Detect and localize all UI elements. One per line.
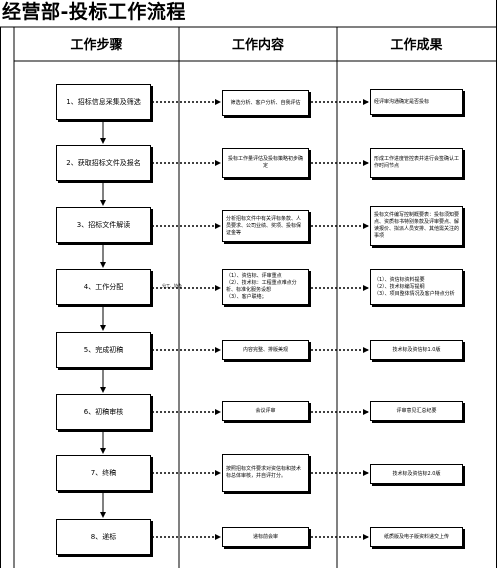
result-box-7: 技术标及资信标2.0版	[370, 464, 463, 484]
flow-connectors	[100, 99, 369, 540]
step-box-2: 2、获取招标文件及报名	[56, 145, 151, 181]
header-work-steps: 工作步骤	[70, 38, 123, 53]
result-text-5: 技术标及资信标1.0版	[392, 346, 441, 353]
content-text-5: 内容完整、排版美观	[242, 346, 288, 353]
content-text-4: （1）、资信标、评审重点 （2）、技术标：工程重点难点分析、标准化服务设想 （3…	[226, 273, 297, 300]
content-text-3: 分析招标文件中有关评标条款、人员要求、公司业绩、奖项、投标保证金等	[226, 215, 302, 236]
step-box-5: 5、完成初稿	[56, 332, 151, 368]
header-work-results: 工作成果	[390, 38, 443, 53]
result-box-3: 投标文件编写控制概要表：投标须知要点、资质标书特别条款及评审要点、解读报价、拟派…	[370, 206, 463, 246]
step-label-8: 8、递标	[90, 533, 117, 541]
page-title: 经营部-投标工作流程	[2, 1, 186, 23]
content-text-7: 按照招标文件要求对资信标和技术标总体审核，并自评打分。	[226, 466, 302, 479]
content-box-1: 筛选分析、客户分析、自我评估	[222, 90, 309, 116]
result-text-6: 评审意见汇总纪要	[396, 407, 437, 414]
header-work-content: 工作内容	[231, 38, 284, 53]
content-box-2: 投标工作量评估及投标策略初步确定	[222, 148, 309, 178]
step-box-3: 3、招标文件解读	[56, 207, 151, 243]
step-label-3: 3、招标文件解读	[76, 221, 131, 229]
step-label-1: 1、招标信息采集及筛选	[66, 98, 141, 106]
step-label-2: 2、获取招标文件及报名	[66, 159, 141, 167]
content-box-5: 内容完整、排版美观	[222, 340, 309, 360]
content-text-6: 会议评审	[255, 407, 276, 414]
result-text-7: 技术标及资信标2.0版	[392, 470, 441, 477]
step-label-5: 5、完成初稿	[83, 346, 124, 354]
content-text-1: 筛选分析、客户分析、自我评估	[230, 99, 301, 106]
content-box-7: 按照招标文件要求对资信标和技术标总体审核，并自评打分。	[222, 454, 309, 492]
step-box-6: 6、初稿审核	[56, 394, 151, 430]
result-box-1: 经评审沟通确定是否投标	[370, 89, 463, 115]
content-box-8: 递标前会审	[222, 527, 309, 547]
result-box-8: 纸质版及电子版资料递交上传	[370, 527, 463, 547]
step-box-7: 7、终稿	[56, 455, 151, 491]
result-text-8: 纸质版及电子版资料递交上传	[383, 533, 449, 540]
step-box-8: 8、递标	[56, 519, 151, 555]
content-box-6: 会议评审	[222, 401, 309, 421]
result-text-2: 形成工作进度管控表并进行会签确认工作时间节点	[374, 156, 460, 169]
content-box-3: 分析招标文件中有关评标条款、人员要求、公司业绩、奖项、投标保证金等	[222, 210, 309, 242]
content-text-8: 递标前会审	[252, 533, 278, 540]
result-box-2: 形成工作进度管控表并进行会签确认工作时间节点	[370, 148, 463, 178]
result-box-5: 技术标及资信标1.0版	[370, 340, 463, 360]
step-box-4: 4、工作分配	[56, 269, 151, 305]
assignment-annotation: 分工、协办	[162, 283, 182, 288]
step-label-4: 4、工作分配	[83, 283, 124, 291]
step-label-7: 7、终稿	[90, 469, 117, 477]
content-text-2: 投标工作量评估及投标策略初步确定	[227, 156, 303, 169]
content-box-4: （1）、资信标、评审重点 （2）、技术标：工程重点难点分析、标准化服务设想 （3…	[222, 269, 309, 305]
result-box-6: 评审意见汇总纪要	[370, 401, 463, 421]
result-text-4: （1）、资信标资料提要 （2）、技术标编写提纲 （3）、项目整体情况及客户特点分…	[374, 276, 455, 297]
result-text-1: 经评审沟通确定是否投标	[374, 98, 430, 105]
result-text-3: 投标文件编写控制概要表：投标须知要点、资质标书特别条款及评审要点、解读报价、拟派…	[374, 212, 460, 239]
step-box-1: 1、招标信息采集及筛选	[56, 84, 151, 120]
result-box-4: （1）、资信标资料提要 （2）、技术标编写提纲 （3）、项目整体情况及客户特点分…	[370, 269, 463, 305]
step-label-6: 6、初稿审核	[83, 408, 124, 416]
